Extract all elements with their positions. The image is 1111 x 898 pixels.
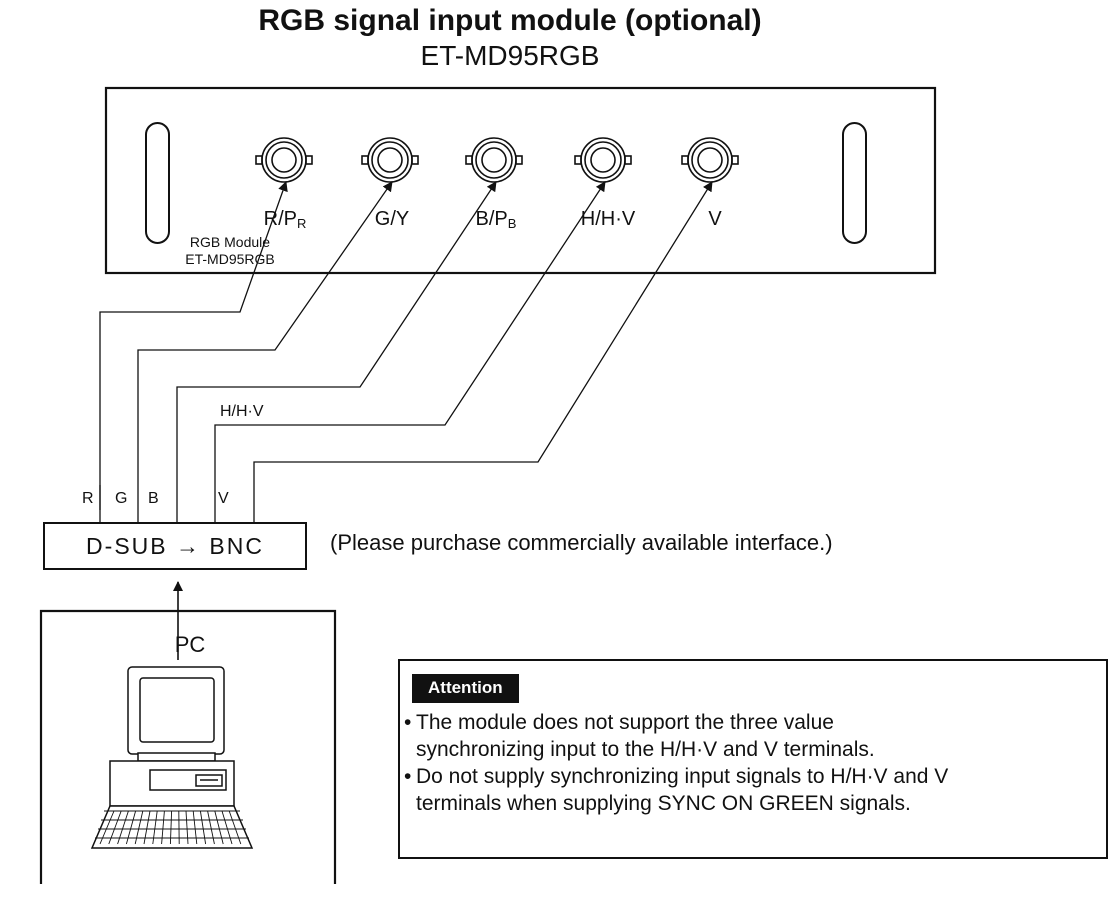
attention-list: The module does not support the three va… [402, 709, 948, 817]
bnc-connector-r [255, 137, 313, 183]
terminal-label-b: B/PB [475, 208, 517, 231]
module-label-name: RGB Module [189, 234, 271, 250]
attention-tag: Attention [412, 674, 519, 703]
cable-r [99, 181, 288, 522]
cable-label-g: G [115, 490, 128, 507]
cable-label-hv: H/H·V [220, 403, 264, 420]
pc-label: PC [174, 632, 206, 657]
attention-item: Do not supply synchronizing input signal… [402, 763, 948, 817]
right-mounting-slot [842, 122, 867, 244]
cable-g [137, 181, 393, 522]
converter-note: (Please purchase commercially available … [330, 530, 833, 555]
module-label-model: ET-MD95RGB [185, 251, 275, 267]
terminal-label-v: V [708, 208, 722, 230]
cable-b [176, 181, 497, 522]
model-number: ET-MD95RGB [420, 40, 600, 71]
cable-v [253, 181, 713, 522]
terminal-label-g: G/Y [374, 208, 410, 230]
terminal-label-r: R/PR [263, 208, 307, 231]
cable-label-b: B [148, 490, 159, 507]
module-panel [104, 86, 937, 275]
left-mounting-slot [145, 122, 170, 244]
cable-label-r: R [82, 490, 94, 507]
converter-box: D-SUB → BNC [43, 522, 307, 570]
attention-box: Attention The module does not support th… [398, 659, 1108, 859]
module-label: RGB Module ET-MD95RGB [160, 234, 300, 268]
cable-hv [214, 181, 606, 522]
attention-item: The module does not support the three va… [402, 709, 948, 763]
computer-icon [90, 666, 254, 849]
pc-box [39, 609, 337, 884]
terminal-label-hv: H/H·V [580, 208, 636, 230]
cable-label-v: V [218, 490, 229, 507]
converter-label: D-SUB → BNC [86, 532, 264, 559]
page-title: RGB signal input module (optional) [258, 4, 762, 37]
